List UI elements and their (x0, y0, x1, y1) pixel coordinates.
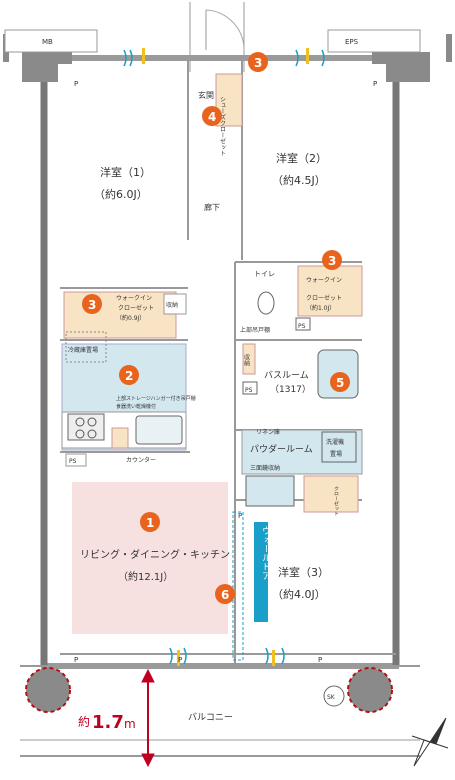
storage-bath (242, 343, 256, 375)
closet-left-size: （約0.9J） (116, 314, 145, 322)
mirror-storage-label: 三面鏡収納 (250, 464, 280, 472)
entrance-frame (189, 2, 245, 72)
badge-5: 5 (330, 372, 350, 392)
ps-boxes (242, 317, 311, 395)
p-label: P (74, 656, 78, 664)
genkan-label: 玄関 (198, 90, 214, 100)
ps-label: PS (245, 387, 253, 394)
burner-icon (87, 417, 97, 427)
closet-small (303, 475, 359, 513)
bathroom-size: （1317） (270, 384, 311, 395)
badge-1: 1 (140, 512, 160, 532)
western2-size: （約4.5J） (272, 173, 326, 187)
mb-box: MB (4, 29, 98, 53)
upper-storage-b: 食器洗い乾燥機付 (116, 403, 156, 410)
p-label: P (74, 80, 78, 88)
burner-icon (87, 429, 97, 439)
fridge-space (65, 331, 107, 363)
storage-label: 収納 (166, 301, 178, 309)
mb-label: MB (42, 38, 53, 46)
dimension-unit: m (124, 717, 136, 731)
wall-door-label: ウォールドア (260, 526, 271, 580)
western3-size: （約4.0J） (272, 587, 326, 601)
dishwasher-icon (111, 427, 129, 449)
p-label: P (238, 512, 242, 520)
badge-4: 4 (202, 106, 222, 126)
p-label: P (318, 656, 322, 664)
eps-label: EPS (345, 38, 359, 46)
closet-left-label: クローゼット (118, 304, 154, 312)
svg-text:6: 6 (221, 588, 229, 602)
upper-cabinet-label: 上部吊戸棚 (240, 326, 270, 334)
closets (63, 73, 363, 513)
burner-icon (75, 417, 85, 427)
svg-text:4: 4 (208, 110, 216, 124)
western1-size: （約6.0J） (94, 187, 148, 201)
stove-icon (67, 413, 105, 441)
svg-text:5: 5 (336, 376, 344, 390)
ldk-area (72, 482, 228, 634)
yellow-markers (142, 48, 309, 666)
storage-box (163, 293, 187, 315)
svg-text:2: 2 (125, 369, 133, 383)
wic-left-label: ウォークイン (116, 294, 152, 302)
linen-label: リネン庫 (256, 428, 280, 436)
badges: 1 2 3 3 3 4 5 6 (82, 52, 350, 604)
wall-door-tag (254, 522, 268, 622)
burner-icon (75, 429, 85, 439)
wic-left (63, 291, 177, 339)
badge-3-wic-left: 3 (82, 294, 102, 314)
badge-3-wic-right: 3 (322, 250, 342, 270)
fridge-label: 冷蔵庫置場 (68, 346, 98, 354)
balcony (20, 665, 420, 757)
compass-icon (411, 717, 449, 767)
western2-name: 洋室（2） (276, 151, 327, 165)
badge-3-shoe: 3 (248, 52, 268, 72)
ps-kitchen (65, 453, 87, 467)
svg-text:3: 3 (88, 298, 96, 312)
svg-text:3: 3 (328, 254, 336, 268)
sink-icon (135, 415, 183, 445)
svg-text:1: 1 (146, 516, 154, 530)
ps-label: PS (298, 323, 306, 330)
sk-label: SK (327, 694, 336, 701)
bathroom-label: バスルーム (264, 370, 309, 381)
balcony-label: バルコニー (188, 712, 233, 723)
vanity-icon (245, 475, 295, 507)
wall-door-frame (232, 511, 244, 661)
ldk-name: リビング・ダイニング・キッチン (80, 548, 230, 561)
window-markers (123, 49, 325, 665)
dimension-value: 1.7 (92, 712, 124, 733)
p-label: P (178, 656, 182, 664)
upper-storage-a: 上部ストレージハンガー付き吊戸棚 (116, 395, 196, 402)
storage2-label: 収納 (243, 354, 250, 367)
western1-name: 洋室（1） (100, 165, 151, 179)
toilet-label: トイレ (254, 270, 275, 278)
corridor-label: 廊下 (204, 202, 220, 212)
shoe-closet-label: シューズクローゼット (219, 96, 226, 156)
western3-name: 洋室（3） (278, 565, 329, 579)
ldk-size: （約12.1J） (118, 570, 173, 583)
closet-small-label: クローゼット (333, 486, 339, 516)
wic-right (297, 265, 363, 317)
powder-label: パウダールーム (250, 443, 313, 455)
closet-right-label: クローゼット (306, 294, 342, 302)
counter-label: カウンター (126, 456, 156, 464)
eps-box: EPS (327, 29, 421, 53)
svg-text:3: 3 (254, 56, 262, 70)
toilet-icon (257, 291, 275, 315)
badge-2: 2 (119, 365, 139, 385)
ps-label: PS (69, 458, 77, 465)
wic-right-label: ウォークイン (306, 276, 342, 284)
badge-6: 6 (215, 584, 235, 604)
closet-right-size: （約1.0J） (306, 304, 335, 312)
dimension-prefix: 約 (78, 714, 90, 729)
washer-b: 置場 (330, 450, 342, 458)
washer-a: 洗濯機 (326, 438, 344, 446)
p-label: P (373, 80, 377, 88)
dimension-arrow (141, 668, 155, 768)
washer-space (321, 431, 357, 463)
